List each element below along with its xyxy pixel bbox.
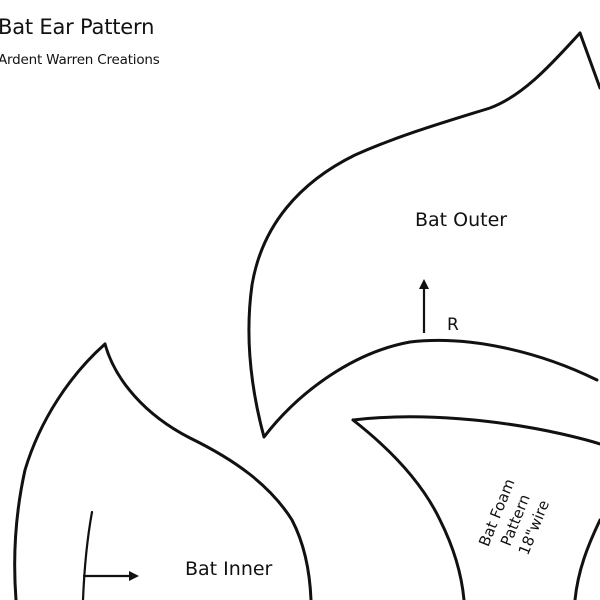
bat-foam-label: Bat Foam Pattern 18"wire [475,476,553,557]
inner-fold-line [81,510,94,600]
bat-inner-outline [13,342,107,600]
bat-foam-outline [351,415,600,446]
bat-outer-label: Bat Outer [415,209,507,231]
bat-inner-label: Bat Inner [185,558,273,580]
direction-mark: R [447,315,459,335]
document-title: Bat Ear Pattern [0,15,155,39]
document-author: Ardent Warren Creations [0,52,160,68]
bat-outer-outline [247,31,599,439]
